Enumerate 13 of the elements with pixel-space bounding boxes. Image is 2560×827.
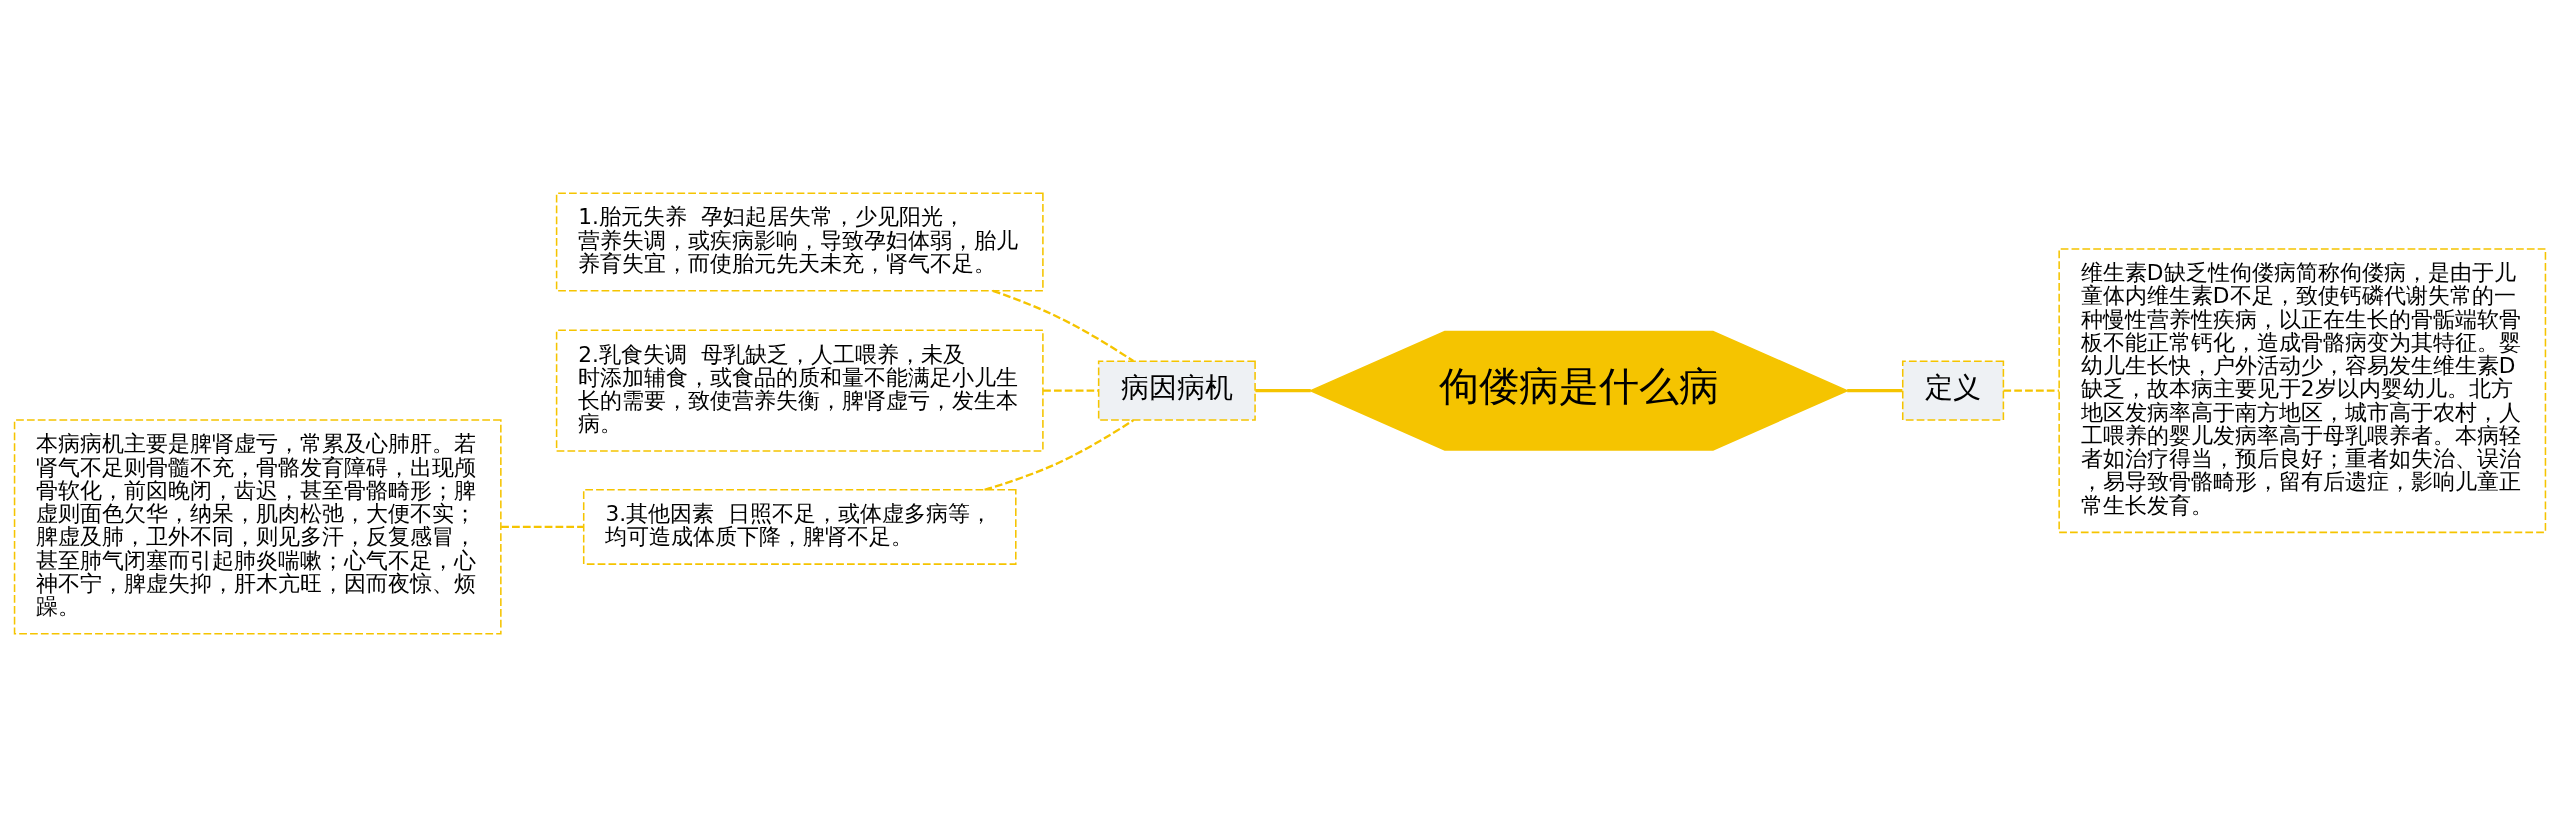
connector xyxy=(2003,389,2060,392)
node-box: 2.乳食失调 母乳缺乏，人工喂养，未及时添加辅食，或食品的质和量不能满足小儿生长的需要，致使营养失衡，脾肾虚亏，发生本病。 xyxy=(555,329,1044,452)
node-box: 定义 xyxy=(1901,360,2005,421)
connector xyxy=(1847,389,1903,393)
node-box: 维生素D缺乏性佝偻病简称佝偻病，是由于儿童体内维生素D不足，致使钙磷代谢失常的一种慢性营养性疾病，以正在生长的骨骺端软骨板不能正常钙化，造成骨骼病变为其特征。婴幼儿生长快，户外活动少，容易发生维生素D缺乏，故本病主要见于2岁以内婴幼儿。北方地区发病率高于南方地区，城市高于农村，人工喂养的婴儿发病率高于母乳喂养者。本病轻者如治疗得当，预后良好；重者如失治、误治，易导致骨骼畸形，留有后遗症，影响儿童正常生长发育。 xyxy=(2058,248,2547,534)
node-box: 3.其他因素 日照不足，或体虚多病等，均可造成体质下降，脾肾不足。 xyxy=(582,489,1017,565)
node-box: 病因病机 xyxy=(1097,360,1256,421)
connector xyxy=(501,525,584,529)
connector xyxy=(1255,389,1311,393)
connector xyxy=(984,419,1135,491)
node-box: 1.胎元失养 孕妇起居失常，少见阳光，营养失调，或疾病影响，导致孕妇体弱，胎儿养育失宜，而使胎元先天未充，肾气不足。 xyxy=(555,192,1044,292)
node-box: 本病病机主要是脾肾虚亏，常累及心肺肝。若肾气不足则骨髓不充，骨骼发育障碍，出现颅骨软化，前囟晚闭，齿迟，甚至骨骼畸形；脾虚则面色欠华，纳呆，肌肉松弛，大便不实；脾虚及肺，卫外不同，则见多汗，反复感冒，甚至肺气闭塞而引起肺炎喘嗽；心气不足，心神不宁，脾虚失抑，肝木亢旺，因而夜惊、烦躁。 xyxy=(13,419,502,635)
connector xyxy=(1042,389,1099,392)
